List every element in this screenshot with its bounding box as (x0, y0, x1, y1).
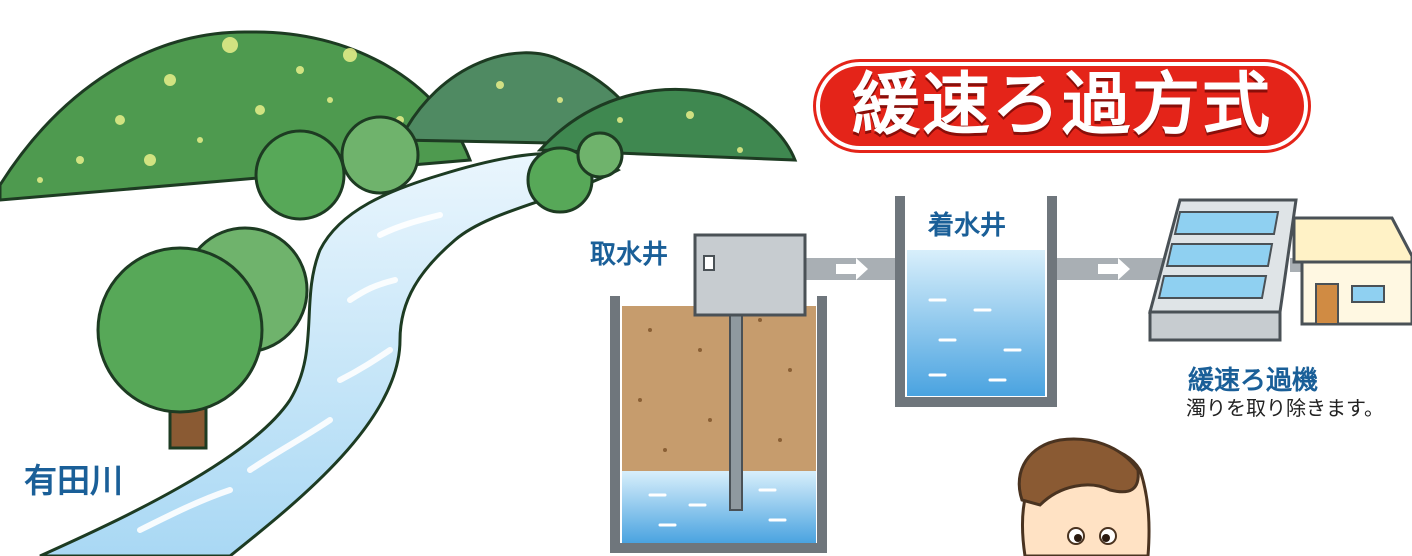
trees (96, 115, 624, 450)
slow-filter-description: 濁りを取り除きます。 (1186, 396, 1384, 420)
tree-icon (526, 131, 624, 214)
page-title-text: 緩速ろ過方式 (851, 66, 1272, 145)
intake-well-icon (610, 233, 827, 553)
arrow-right-icon (836, 258, 868, 280)
pump-box-icon (693, 233, 807, 317)
tree-icon (254, 115, 420, 221)
slow-filter-icon (1148, 198, 1298, 342)
receiving-well-icon (895, 196, 1057, 407)
page-title: 緩速ろ過方式 (816, 62, 1308, 150)
hills (0, 30, 798, 202)
arrow-right-icon (1098, 258, 1130, 280)
intake-well-label: 取水井 (590, 240, 669, 270)
tree-icon (96, 226, 309, 450)
person-icon (1017, 437, 1151, 556)
receiving-well-label: 着水井 (928, 211, 1007, 241)
house-icon (1292, 216, 1412, 326)
slow-filter-label: 緩速ろ過機 (1188, 366, 1319, 396)
river-label: 有田川 (24, 461, 123, 500)
